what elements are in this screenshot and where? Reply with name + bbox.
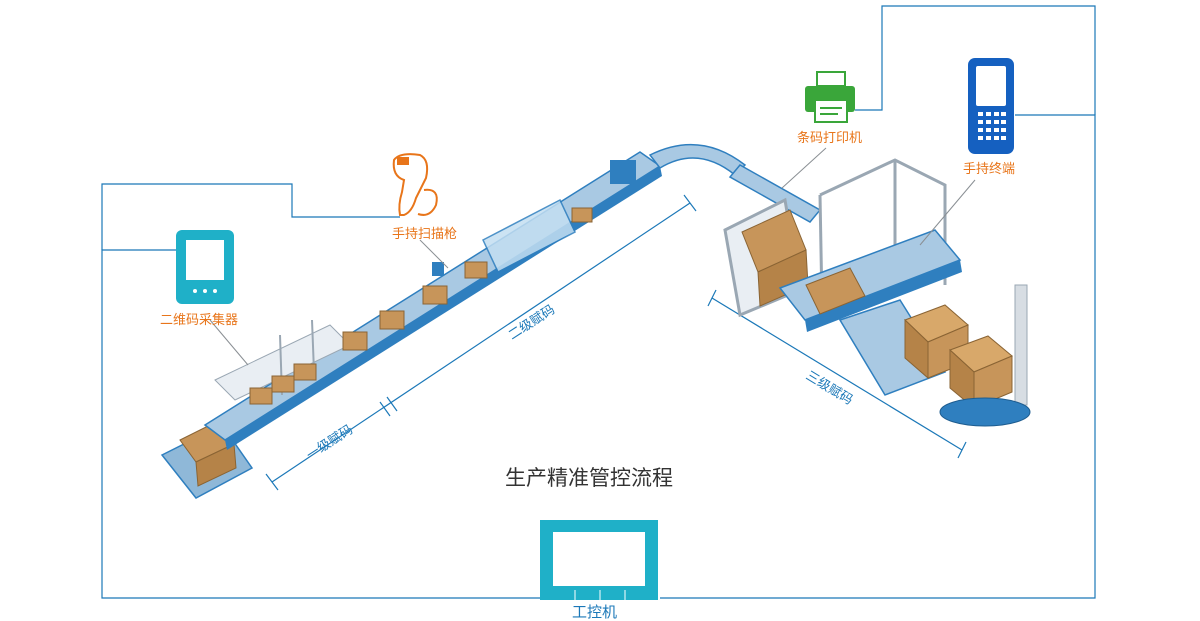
conveyor-curve	[648, 143, 747, 177]
handheld-terminal-icon	[919, 58, 1014, 246]
diagram-title: 生产精准管控流程	[505, 466, 673, 490]
line-ipc-to-terminal	[660, 114, 1096, 599]
stage-dimension-lines	[265, 194, 967, 491]
qr-collector-label: 二维码采集器	[160, 312, 238, 328]
qr-collector-icon	[176, 230, 249, 366]
labeling-enclosure	[482, 198, 576, 274]
conveyor-segment-4	[838, 299, 947, 396]
industrial-pc-label: 工控机	[572, 603, 617, 621]
barcode-printer-icon	[781, 71, 855, 189]
stage-level3-label: 三级赋码	[803, 369, 855, 409]
handheld-scanner-icon	[392, 153, 449, 269]
handheld-scanner-label: 手持扫描枪	[392, 226, 457, 242]
pallet-stacks	[904, 304, 1013, 410]
line-qr-to-scanner	[101, 183, 400, 250]
wrapper-mast	[1014, 284, 1028, 406]
industrial-pc-icon	[540, 520, 658, 600]
network-lines	[101, 5, 1096, 599]
handheld-terminal-label: 手持终端	[963, 161, 1015, 177]
wrapper-turntable	[939, 397, 1031, 427]
conveyor-line	[160, 143, 1031, 499]
line-terminal-to-printer	[855, 5, 1096, 115]
line-ipc-to-qr	[101, 249, 540, 599]
stage-level1-label: 一级赋码	[304, 422, 356, 463]
conveyor-segment-2	[728, 164, 822, 223]
barcode-printer-label: 条码打印机	[797, 130, 862, 146]
